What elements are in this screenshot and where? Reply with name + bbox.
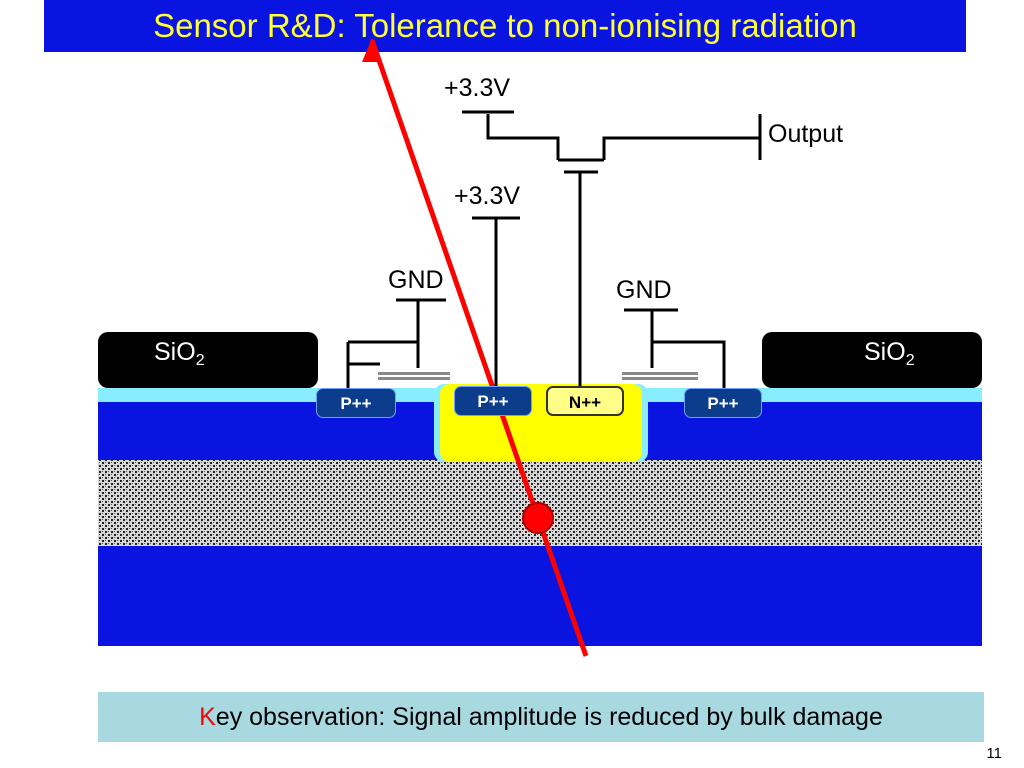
page-number: 11 — [986, 745, 1002, 762]
key-observation-box: Key observation: Signal amplitude is red… — [98, 692, 984, 742]
ionisation-point — [522, 502, 554, 534]
gate-right — [622, 372, 698, 380]
sio2-right-block — [762, 332, 982, 388]
p-implant-reset: P++ — [454, 386, 532, 416]
key-observation-text: ey observation: Signal amplitude is redu… — [215, 703, 883, 731]
gnd-right-label: GND — [616, 276, 672, 304]
key-observation-initial: K — [199, 703, 216, 731]
output-label: Output — [768, 120, 844, 148]
n-implant-collector: N++ — [546, 386, 624, 416]
gnd-left-label: GND — [388, 266, 444, 294]
substrate-bulk — [98, 546, 982, 646]
sio2-left-label: SiO2 — [154, 338, 205, 369]
particle-track-arrowhead — [362, 38, 382, 62]
circuit-wires — [346, 110, 762, 392]
vdd-top-label: +3.3V — [444, 74, 511, 102]
slide-title: Sensor R&D: Tolerance to non-ionising ra… — [44, 0, 966, 52]
particle-track — [369, 39, 589, 657]
gate-left — [378, 372, 450, 380]
vdd-reset-label: +3.3V — [454, 182, 521, 210]
p-implant-left: P++ — [316, 388, 396, 418]
sio2-right-label: SiO2 — [864, 338, 915, 369]
sio2-left-block — [98, 332, 318, 388]
p-implant-right: P++ — [684, 388, 762, 418]
